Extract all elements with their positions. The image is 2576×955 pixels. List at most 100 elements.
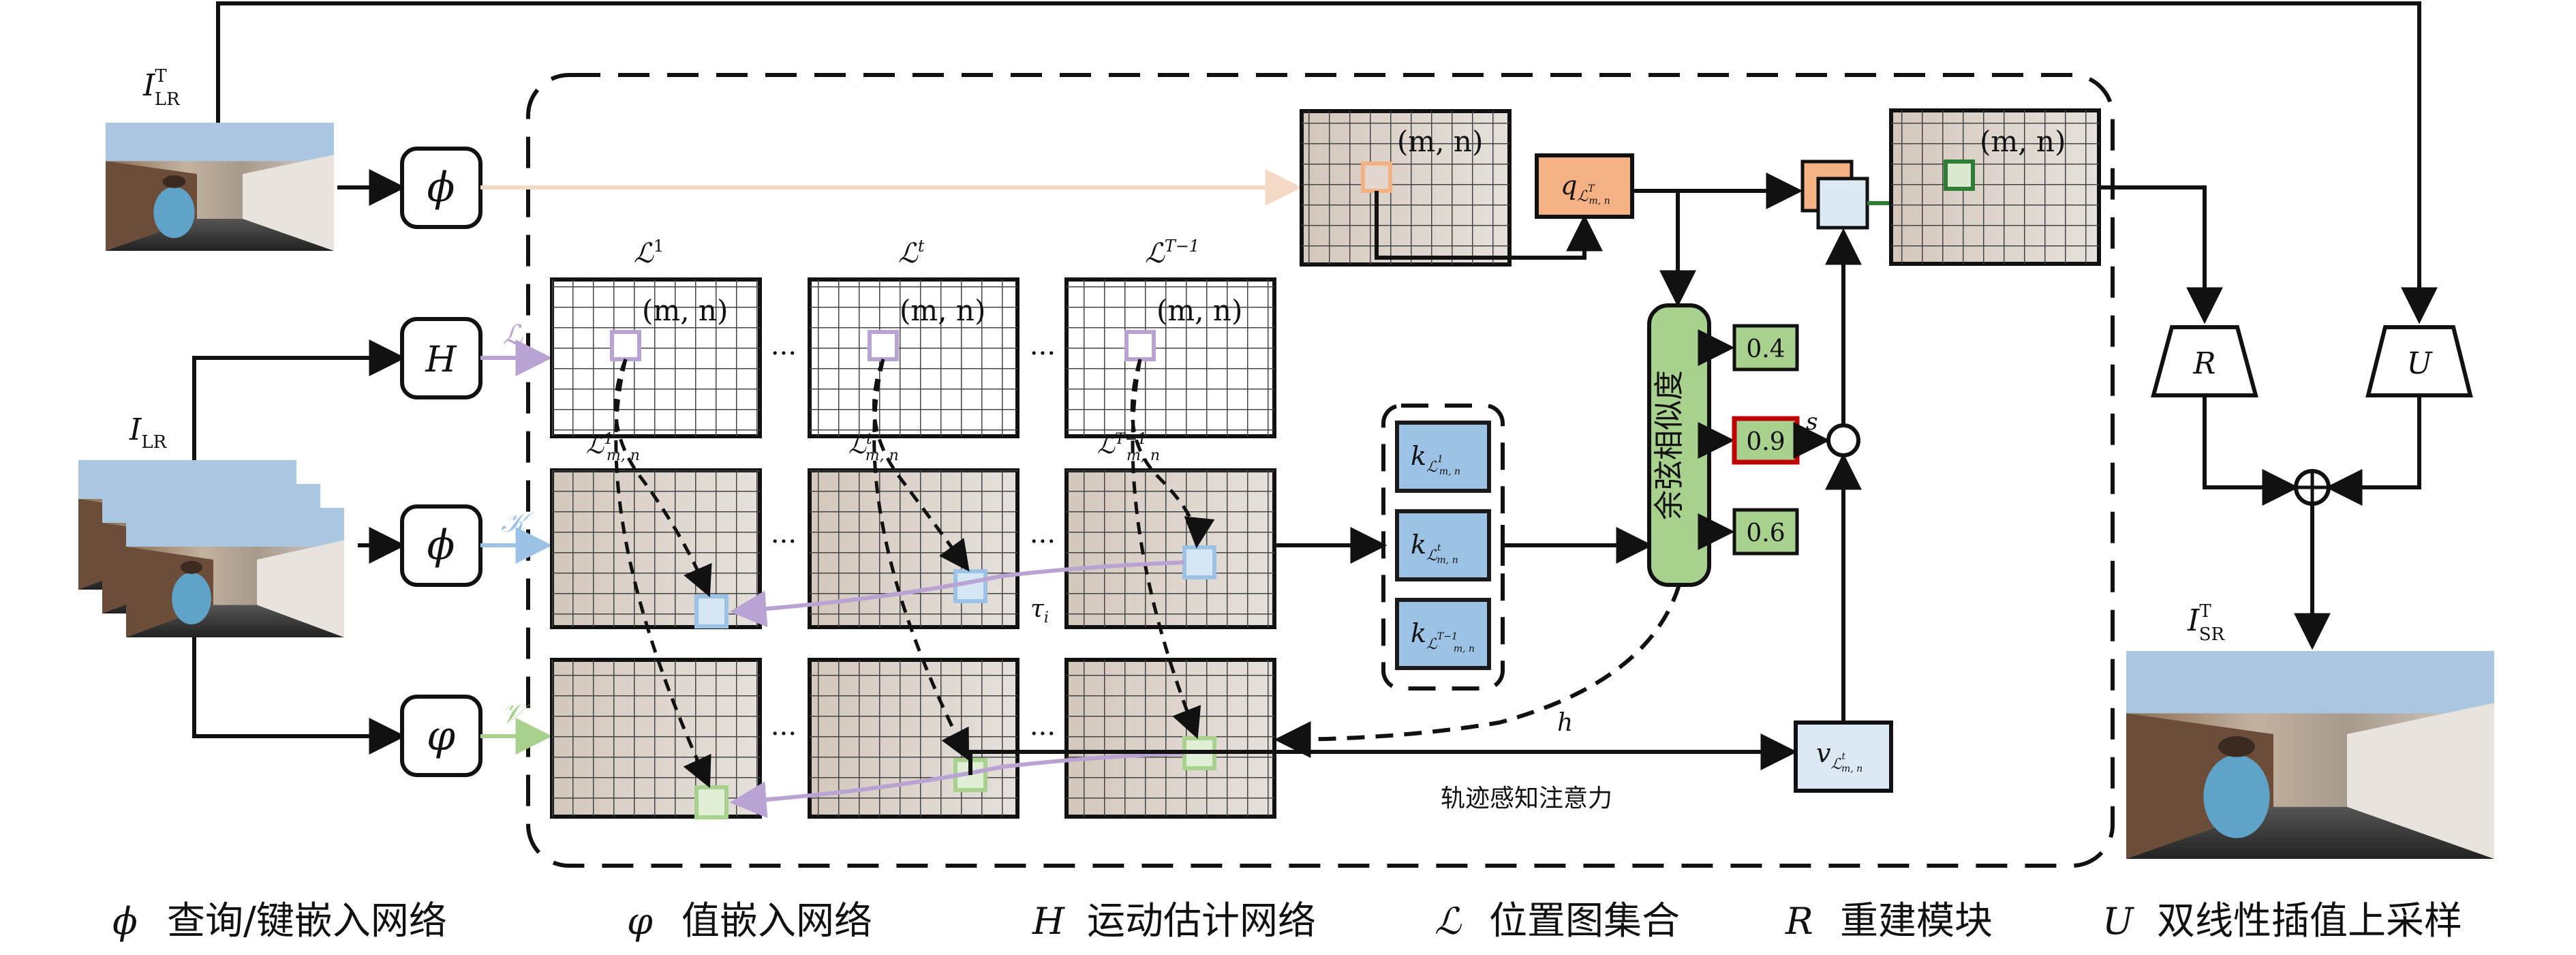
input-branch-varphi (192, 637, 406, 755)
legend-text: 运动估计网络 (1087, 899, 1316, 943)
svg-text:0.6: 0.6 (1746, 519, 1785, 547)
cosine-similarity-module: 余弦相似度 (1647, 303, 1711, 587)
skip-line-to-upsample (216, 1, 2438, 324)
score-box-3: 0.6 (1732, 508, 1799, 556)
location-stream-label: ℒ (503, 320, 523, 351)
key-frame-1 (550, 468, 762, 629)
location-map-t (808, 277, 1019, 438)
upsample-module: U (2365, 325, 2473, 397)
output-sr-image (2126, 651, 2494, 859)
svg-text:U: U (2406, 346, 2433, 381)
input-lr-label: ILR (129, 412, 168, 453)
query-key-embedding-top: ϕ (337, 147, 482, 229)
location-header-t: ℒt (898, 237, 925, 269)
legend-text: 查询/键嵌入网络 (167, 899, 447, 943)
ellipsis-row3-b: ··· (1030, 718, 1056, 750)
legend-item: φ 值嵌入网络 (627, 899, 872, 943)
attention-caption: 轨迹感知注意力 (1441, 785, 1612, 813)
tau-label: τi (1030, 595, 1049, 626)
attention-module-frame (526, 73, 2115, 868)
add-node (2294, 469, 2331, 506)
value-frame-1 (550, 658, 762, 819)
legend-symbol: φ (627, 900, 653, 943)
svg-text:余弦相似度: 余弦相似度 (1652, 370, 1687, 520)
value-frame-to-value-box (968, 733, 1798, 775)
value-embedding-box: φ (400, 695, 482, 777)
fusion-block (1800, 160, 1869, 230)
score-variable-s: s (1806, 408, 1818, 436)
output-point-label: (m, n) (1980, 125, 2066, 158)
legend-symbol: H (1032, 900, 1065, 943)
legend-item: ϕ 查询/键嵌入网络 (112, 899, 447, 943)
svg-text:0.9: 0.9 (1746, 428, 1785, 456)
legend-symbol: ϕ (112, 900, 138, 943)
location-point-label-t: (m, n) (900, 294, 985, 327)
input-lr-stack (78, 460, 344, 637)
query-frame (1300, 109, 1512, 267)
reconstruction-module: R (2151, 325, 2258, 397)
value-trajectory-path (729, 751, 1185, 819)
legend-symbol: R (1785, 900, 1813, 943)
location-point-label-T-1: (m, n) (1156, 294, 1242, 327)
input-branch-h (192, 339, 406, 460)
legend-item: H 运动估计网络 (1032, 899, 1316, 943)
h-argmax-arrow (1274, 584, 1681, 758)
svg-text:H: H (425, 339, 457, 380)
h-label: h (1557, 709, 1573, 737)
svg-text:ϕ: ϕ (427, 521, 455, 569)
svg-text:R: R (2192, 346, 2215, 381)
output-to-reconstruction (2099, 185, 2223, 324)
ellipsis-row2-a: ··· (771, 526, 797, 558)
value-frame-T-1 (1064, 658, 1276, 819)
key-frame-T-1 (1064, 468, 1276, 629)
ellipsis-row1-a: ··· (771, 338, 797, 369)
ellipsis-row1-b: ··· (1030, 338, 1056, 369)
legend-item: R 重建模块 (1785, 899, 1993, 943)
legend-symbol: ℒ (1435, 900, 1462, 943)
phi-symbol: ϕ (427, 164, 455, 211)
location-map-1 (550, 277, 762, 438)
key-trajectory-path (729, 560, 1185, 628)
svg-text:φ: φ (427, 712, 455, 760)
score-box-1: 0.4 (1732, 324, 1799, 372)
motion-estimation-box: H (400, 317, 482, 399)
upsample-to-add (2325, 395, 2421, 506)
location-header-1: ℒ1 (634, 237, 664, 269)
legend-text: 重建模块 (1840, 899, 1993, 943)
multiply-node (1826, 423, 1860, 457)
legend-text: 双线性插值上采样 (2157, 899, 2462, 943)
trajectory-arrows (613, 359, 1215, 789)
legend-symbol: U (2102, 900, 2134, 943)
target-lr-image (106, 123, 334, 251)
key-embedding-box: ϕ (400, 504, 482, 587)
query-point-label: (m, n) (1397, 125, 1483, 158)
score-box-2: 0.9 (1732, 416, 1800, 465)
ellipsis-row2-b: ··· (1030, 526, 1056, 558)
svg-text:0.4: 0.4 (1746, 335, 1785, 363)
legend-item: U 双线性插值上采样 (2102, 899, 2462, 943)
location-map-T-1 (1064, 277, 1276, 438)
legend-text: 值嵌入网络 (681, 899, 872, 943)
location-point-label-1: (m, n) (642, 294, 728, 327)
reconstruction-to-add (2203, 395, 2299, 506)
location-header-T-1: ℒT−1 (1145, 237, 1199, 269)
